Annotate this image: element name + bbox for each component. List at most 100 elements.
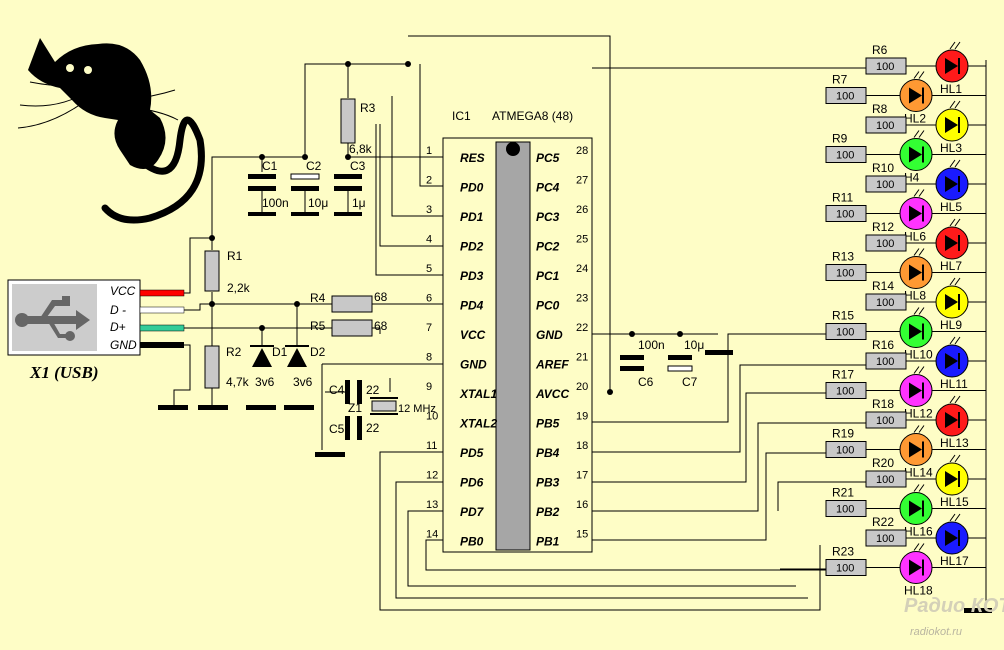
c5-ref: C5 <box>329 422 345 436</box>
usb-connector: VCC D - D+ GND X1 (USB) <box>7 279 185 382</box>
resistor-r3: R3 6,8k <box>340 98 376 156</box>
diode-triangle-icon <box>945 117 958 133</box>
mcu-pin-name: AVCC <box>535 387 569 401</box>
watermark: Радио КОТ radiokot.ru <box>904 595 1004 638</box>
led-resistor-ref: R20 <box>872 456 894 470</box>
led-resistor-ref: R12 <box>872 220 894 234</box>
led-resistor-ref: R9 <box>832 132 848 146</box>
resistor-r4: R4 68 <box>310 290 388 313</box>
led-resistor-value: 100 <box>876 179 894 191</box>
mcu-pin-number: 6 <box>426 293 432 305</box>
mcu-pin-name: PD2 <box>460 240 484 254</box>
mcu-pin-name: PD4 <box>460 299 484 313</box>
light-rays-icon <box>949 336 961 345</box>
c2-value: 10μ <box>308 196 328 210</box>
led-resistor-value: 100 <box>836 504 854 516</box>
diode-triangle-icon <box>945 176 958 192</box>
usb-title: X1 (USB) <box>29 363 98 382</box>
light-rays-icon <box>913 366 925 374</box>
led-resistor-ref: R7 <box>832 73 848 87</box>
mcu-pin-name: GND <box>460 358 487 372</box>
ground-icon <box>284 405 314 410</box>
mcu-pin-number: 22 <box>576 322 588 334</box>
black-cat-icon <box>17 38 205 224</box>
light-rays-icon <box>949 100 961 109</box>
usb-vcc-wire <box>139 289 185 297</box>
led-resistor-ref: R11 <box>832 191 853 205</box>
c4-value: 22 <box>366 383 380 397</box>
mcu-pin-name: PC4 <box>536 181 560 195</box>
led-ref: HL7 <box>940 259 962 273</box>
led-resistor-value: 100 <box>836 386 854 398</box>
z1-value: 12 MHz <box>398 403 436 415</box>
ground-icon <box>315 452 345 457</box>
mcu-pin-number: 18 <box>576 440 588 452</box>
led-resistor-value: 100 <box>876 356 894 368</box>
led-resistor-value: 100 <box>876 120 894 132</box>
mcu-pin-name: PC0 <box>536 299 560 313</box>
ground-icon <box>334 212 362 216</box>
mcu-pin-name: PB0 <box>460 535 484 549</box>
diode-triangle-icon <box>909 87 922 104</box>
c2-ref: C2 <box>306 159 322 173</box>
r2-value: 4,7k <box>226 375 250 389</box>
led-ref: HL3 <box>940 141 962 155</box>
mcu-body <box>495 141 531 551</box>
mcu-pin-number: 4 <box>426 234 432 246</box>
led-resistor-value: 100 <box>836 268 854 280</box>
mcu-pin-number: 7 <box>426 322 432 334</box>
diode-triangle-icon <box>909 500 922 517</box>
ground-symbols <box>158 212 992 613</box>
capacitor-c4: C4 22 <box>329 380 380 404</box>
mcu-pin-number: 3 <box>426 204 432 216</box>
mcu-pin-name: PD5 <box>460 446 484 460</box>
mcu-pin-number: 12 <box>426 470 438 482</box>
ground-icon <box>291 212 319 216</box>
c3-value: 1μ <box>352 196 366 210</box>
mcu-pin-number: 27 <box>576 175 588 187</box>
junction <box>405 61 411 67</box>
c1-ref: C1 <box>262 159 278 173</box>
usb-gnd-wire <box>140 342 184 348</box>
junction <box>209 235 215 241</box>
diode-triangle-icon <box>909 205 922 222</box>
crystal-z1: Z1 12 MHz <box>348 397 436 415</box>
led-resistor-value: 100 <box>836 150 854 162</box>
mcu-part: ATMEGA8 (48) <box>492 109 573 123</box>
light-rays-icon <box>949 159 961 168</box>
mcu-outline <box>442 137 593 553</box>
diode-triangle-icon <box>909 441 922 458</box>
mcu-pin-name: XTAL2 <box>459 417 497 431</box>
led-ref: HL9 <box>940 318 962 332</box>
diode-triangle-icon <box>909 559 922 576</box>
capacitor-c1: C1 100n <box>248 159 289 212</box>
wires <box>173 35 987 611</box>
junction <box>259 154 265 160</box>
r1-value: 2,2k <box>227 281 251 295</box>
diode-triangle-icon <box>945 471 958 487</box>
diode-triangle-icon <box>945 58 958 74</box>
led-resistor-ref: R23 <box>832 545 854 559</box>
led-resistor-value: 100 <box>836 327 854 339</box>
capacitor-c2: C2 10μ <box>290 159 328 212</box>
r3-ref: R3 <box>360 101 376 115</box>
mcu-pin-number: 23 <box>576 293 588 305</box>
diode-triangle-icon <box>945 353 958 369</box>
c1-value: 100n <box>262 196 289 210</box>
d1-ref: D1 <box>272 345 288 359</box>
diode-triangle-icon <box>945 235 958 251</box>
light-rays-icon <box>949 395 961 404</box>
led-resistor-value: 100 <box>876 238 894 250</box>
